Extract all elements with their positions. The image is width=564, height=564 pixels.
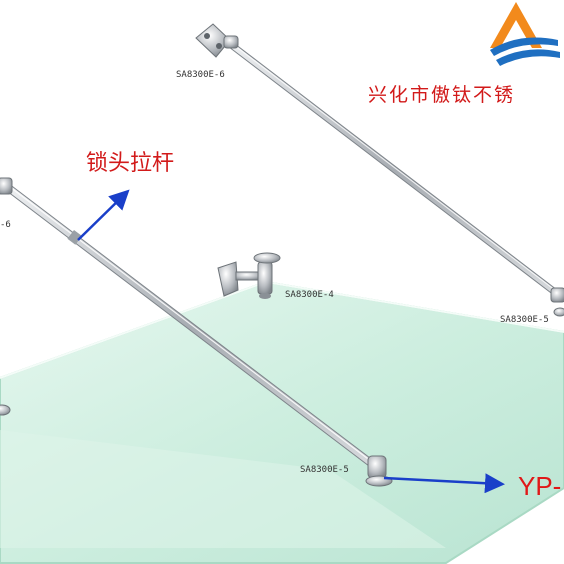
tie-rod-callout-label: 锁头拉杆 [86, 151, 174, 176]
left-wall-bracket [0, 177, 13, 195]
left-glass-point [0, 404, 11, 416]
front-tie-rod [2, 182, 384, 474]
fitting-callout-label: YP- [518, 471, 561, 501]
company-name: 兴化市傲钛不锈 [368, 84, 515, 106]
fitting-callout: YP- [383, 471, 561, 501]
back-tie-rod [226, 40, 564, 300]
tie-rod-callout: 锁头拉杆 [77, 151, 174, 241]
glass-panel [0, 280, 564, 564]
glass-clamp [217, 252, 281, 299]
tie-rod-callout-arrow [77, 189, 130, 241]
part-label-front-end: SA8300E-5 [300, 465, 349, 475]
part-label-right-end: SA8300E-5 [500, 315, 549, 325]
part-label-left-bracket: -6 [0, 220, 11, 230]
fitting-callout-arrow [383, 473, 505, 494]
right-rod-end [550, 287, 564, 317]
top-wall-bracket [195, 23, 239, 58]
brand-logo [490, 2, 560, 66]
part-label-top-bracket: SA8300E-6 [176, 70, 225, 80]
part-label-glass-clamp: SA8300E-4 [285, 290, 334, 300]
